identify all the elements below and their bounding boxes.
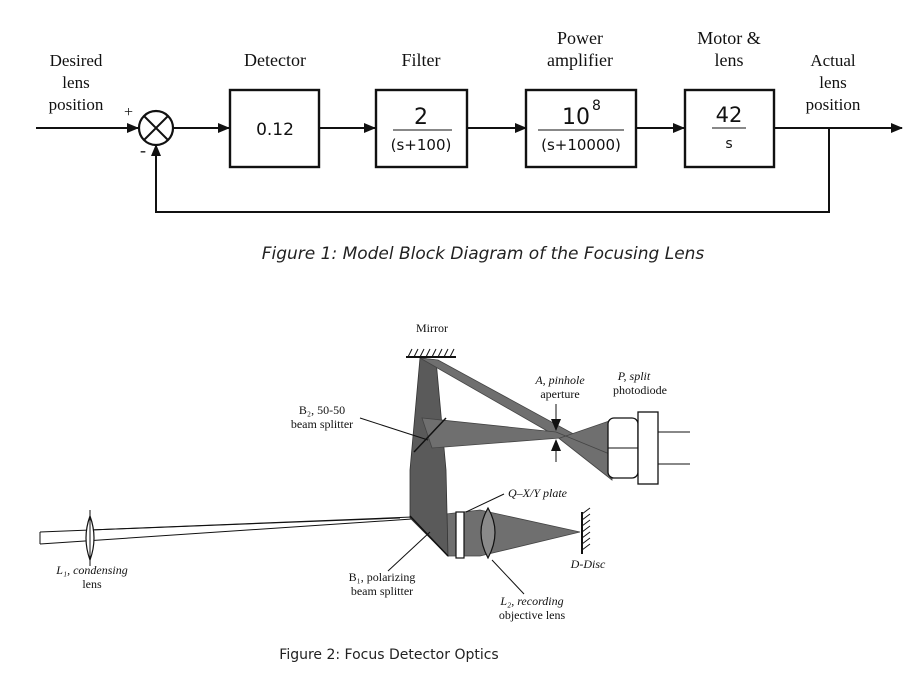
filter-numerator: 2 [414,105,428,130]
amplifier-numerator-exponent: 8 [592,98,601,114]
figure2-caption: Figure 2: Focus Detector Optics [279,647,498,663]
amplifier-title-line2: amplifier [547,50,613,70]
l2-leader [491,559,525,595]
figure1-caption: Figure 1: Model Block Diagram of the Foc… [262,244,705,264]
l1-label-line2: lens [82,577,102,591]
filter-denominator: (s+100) [391,136,452,154]
split-photodiode-icon [607,411,690,485]
a-label-line2: aperture [540,387,579,401]
xy-plate-icon [455,511,465,559]
condensing-lens-icon [85,510,95,566]
detector-title: Detector [244,50,306,70]
block-diagram: Desired lens position + - Detector 0.12 … [36,28,903,264]
output-label-line3: position [806,95,861,114]
beam-splitter-b1-icon [409,515,449,557]
b2-label-line2: beam splitter [291,417,353,431]
motor-title-line2: lens [715,50,744,70]
b1-label-line1: B₁, polarizing [349,570,416,584]
beam-splitter-b2-icon [413,417,447,453]
summing-junction-icon [137,109,175,147]
amplifier-block [524,88,638,169]
amplifier-numerator: 10 [562,105,590,130]
detector-block [228,88,321,169]
motor-numerator: 42 [716,103,743,127]
input-label-line1: Desired [50,51,103,70]
plus-sign: + [124,104,133,121]
input-label-line2: lens [62,73,89,92]
output-label-line1: Actual [810,51,856,70]
b1-leader [387,531,431,572]
detector-gain: 0.12 [256,120,294,140]
mirror-icon [406,348,456,358]
amplifier-denominator: (s+10000) [541,136,621,154]
disc-icon [581,507,591,554]
l2-label-line1: L₂, recording [499,594,563,608]
converging-rays [89,517,401,531]
amplifier-title-line1: Power [557,28,603,48]
b1-label-line2: beam splitter [351,584,413,598]
input-beam [39,516,413,545]
beam-to-mirror [409,357,449,557]
p-label-line1: P, split [617,369,651,383]
l1-label-line1: L₁, condensing [55,563,128,577]
optics-diagram: Mirror B₂, 50-50 beam splitter A, pinhol… [39,321,690,663]
motor-title-line1: Motor & [697,28,761,48]
feedback-path [151,128,830,213]
minus-sign: - [140,140,146,160]
input-label-line3: position [49,95,104,114]
objective-lens-icon [480,506,496,560]
d-label: D-Disc [570,557,606,571]
filter-block [374,88,469,169]
mirror-label: Mirror [416,321,448,335]
l2-label-line2: objective lens [499,608,566,622]
b2-leader [359,417,429,441]
q-label: Q–X/Y plate [508,486,568,500]
filter-title: Filter [402,50,441,70]
b2-label-line1: B₂, 50-50 [299,403,345,417]
p-label-line2: photodiode [613,383,667,397]
q-leader [465,493,505,513]
motor-denominator: s [725,136,732,152]
output-label-line2: lens [819,73,846,92]
a-label-line1: A, pinhole [534,373,585,387]
